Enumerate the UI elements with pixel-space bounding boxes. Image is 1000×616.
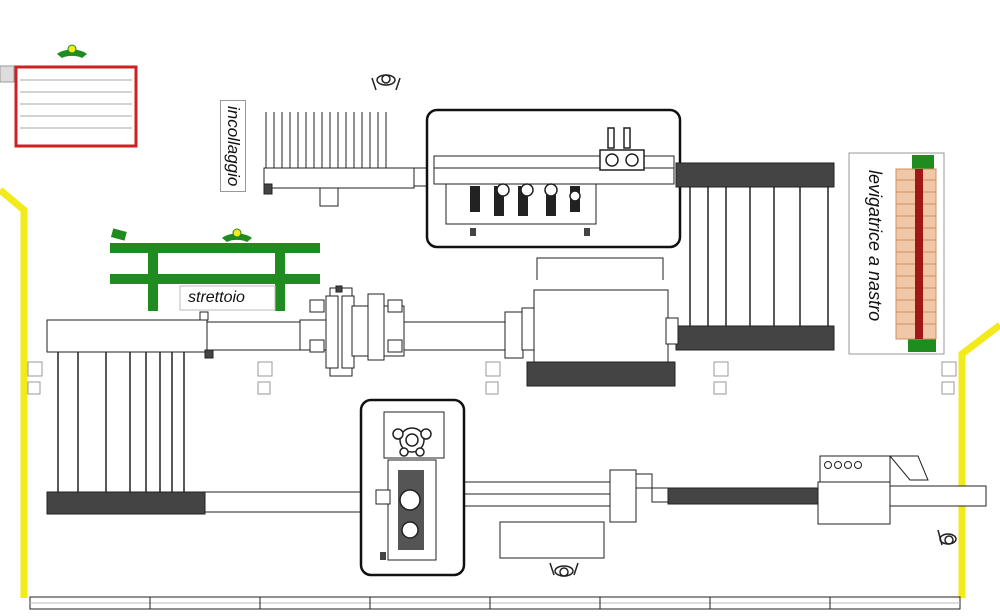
roller-conveyor-left bbox=[46, 352, 206, 515]
operator-icon bbox=[371, 74, 401, 91]
lower-roller-conveyor bbox=[667, 487, 821, 505]
sander-label: levigatrice a nastro bbox=[865, 170, 885, 322]
main-transfer-track bbox=[46, 311, 524, 359]
panel-stack-red bbox=[0, 65, 138, 148]
operator-icon bbox=[937, 529, 957, 546]
operator-icon bbox=[549, 562, 579, 577]
clamp-frame bbox=[110, 228, 320, 311]
floor-rail-bottom bbox=[29, 596, 961, 610]
gluing-label: incollaggio bbox=[220, 100, 246, 193]
roller-conveyor-upper-right bbox=[675, 162, 835, 351]
safety-fence-right bbox=[958, 322, 1000, 598]
edge-machine bbox=[359, 398, 466, 577]
floor-markers bbox=[27, 361, 957, 395]
warning-arc-icon bbox=[222, 228, 252, 242]
belt-sander bbox=[848, 152, 945, 355]
safety-fence-left bbox=[0, 187, 28, 598]
warning-arc-icon bbox=[57, 44, 87, 58]
gluing-bench bbox=[263, 167, 429, 207]
press-outfeed-conveyor bbox=[526, 361, 676, 387]
clamp-mechanism bbox=[309, 285, 405, 377]
clamp-label: strettoio bbox=[188, 289, 245, 306]
press-unit bbox=[521, 257, 679, 363]
lower-transfer-track bbox=[204, 469, 671, 559]
gluing-comb bbox=[265, 112, 387, 168]
stacker-unit bbox=[817, 455, 987, 525]
gluing-machine bbox=[425, 108, 682, 249]
